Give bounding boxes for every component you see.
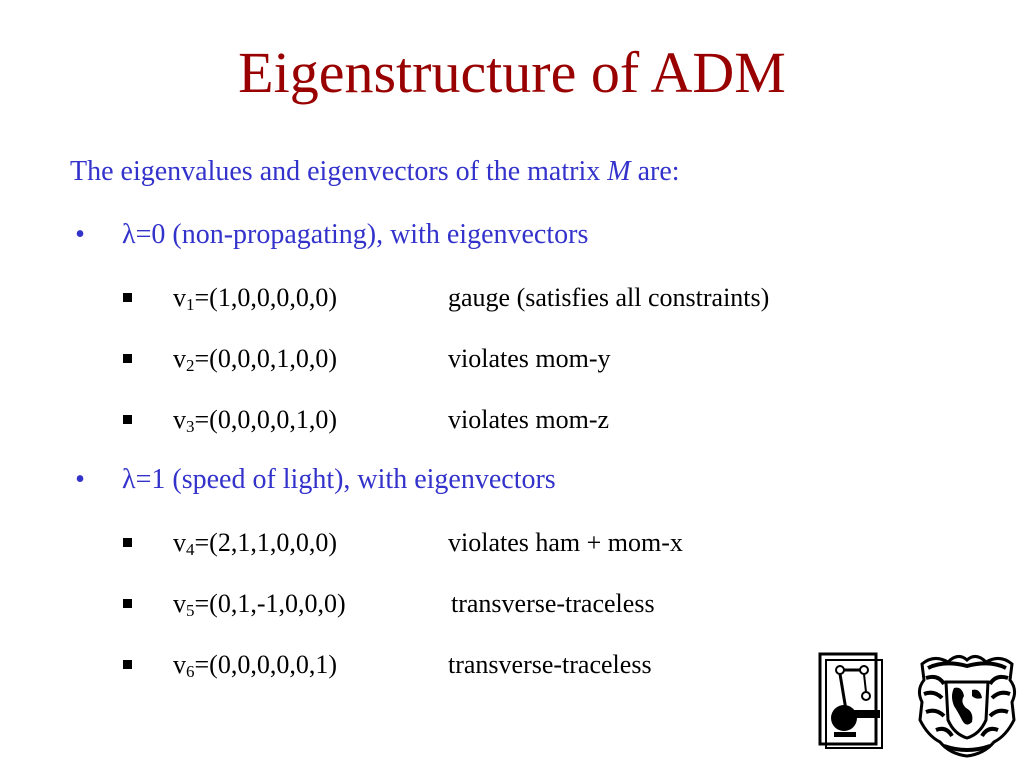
square-bullet-icon xyxy=(123,538,132,547)
square-bullet-icon xyxy=(123,415,132,424)
square-bullet-icon xyxy=(123,293,132,302)
square-bullet-icon xyxy=(123,354,132,363)
eigenvector-value: v2=(0,0,0,1,0,0) xyxy=(173,344,337,375)
institute-seal-icon xyxy=(818,652,886,750)
intro-end: are: xyxy=(637,156,680,187)
eigenvector-description: violates ham + mom-x xyxy=(448,528,683,557)
eigenvector-description: gauge (satisfies all constraints) xyxy=(448,283,770,312)
university-coat-of-arms-icon xyxy=(914,650,1020,760)
eigenvector-description: transverse-traceless xyxy=(451,589,655,618)
eigenvector-description: transverse-traceless xyxy=(448,650,652,679)
square-bullet-icon xyxy=(123,660,132,669)
intro-text: The eigenvalues and eigenvectors of the … xyxy=(70,156,601,187)
eigenvector-value: v6=(0,0,0,0,0,1) xyxy=(173,650,337,681)
slide-title: Eigenstructure of ADM xyxy=(238,40,786,105)
bullet-marker: • xyxy=(75,219,85,250)
eigenvector-value: v4=(2,1,1,0,0,0) xyxy=(173,528,337,559)
eigenvector-value: v1=(1,0,0,0,0,0) xyxy=(173,283,337,314)
bullet-marker: • xyxy=(75,464,85,495)
matrix-symbol: M xyxy=(607,156,631,187)
eigenvector-value: v3=(0,0,0,0,1,0) xyxy=(173,405,337,436)
bullet-text: λ=0 (non-propagating), with eigenvectors xyxy=(122,219,589,250)
eigenvector-description: violates mom-z xyxy=(448,405,610,434)
eigenvector-description: violates mom-y xyxy=(448,344,611,373)
square-bullet-icon xyxy=(123,599,132,608)
eigenvector-value: v5=(0,1,-1,0,0,0) xyxy=(173,589,346,620)
bullet-text: λ=1 (speed of light), with eigenvectors xyxy=(122,464,556,495)
intro-line: The eigenvalues and eigenvectors of the … xyxy=(70,155,680,189)
